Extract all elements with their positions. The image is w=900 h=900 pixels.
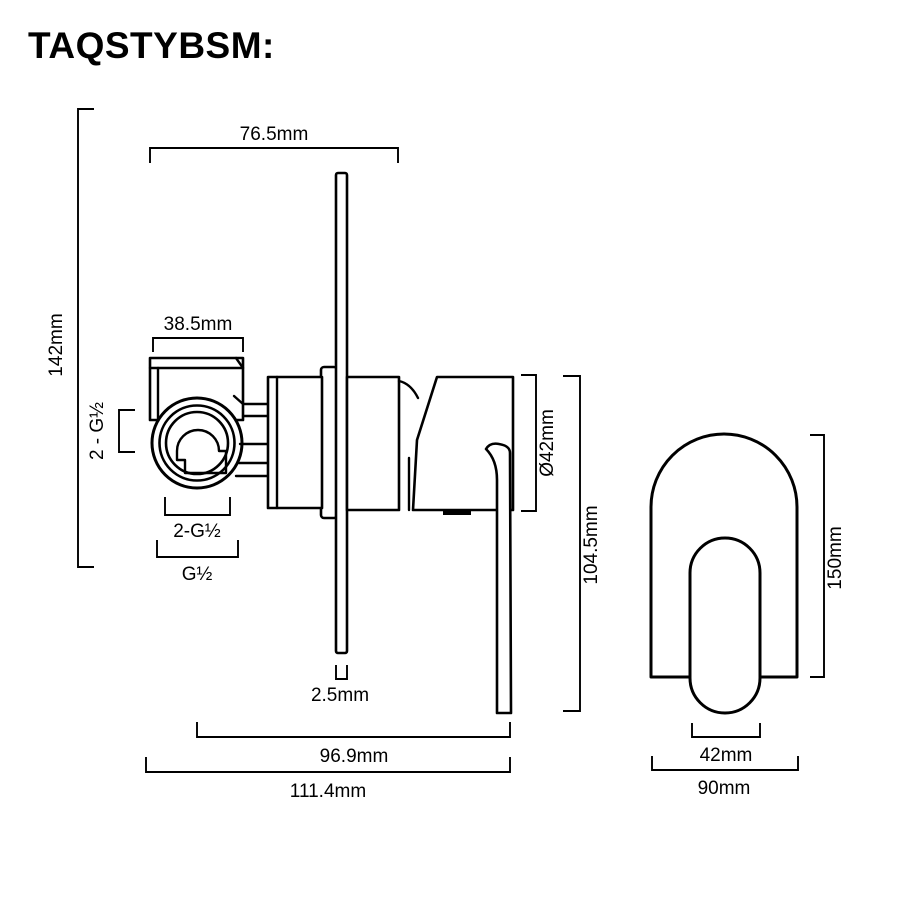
inlet-dome-step	[175, 428, 228, 475]
mounting-box-bevel	[234, 356, 245, 370]
dim-label-g-half: G½	[182, 564, 213, 585]
dim-bracket-111-4mm	[145, 757, 511, 773]
handle-lever	[484, 442, 513, 715]
wall-plate	[334, 171, 349, 655]
front-view-drawing: 150mm 42mm 90mm	[649, 432, 846, 799]
dim-bracket-g-half	[156, 540, 239, 558]
dim-bracket-142mm	[77, 108, 94, 568]
dim-label-150mm: 150mm	[825, 526, 846, 589]
dim-bracket-150mm	[810, 434, 825, 678]
dim-label-96-9mm: 96.9mm	[320, 746, 389, 767]
escutcheon-base-detail	[443, 509, 471, 515]
dim-bracket-104-5mm	[563, 375, 581, 712]
dim-label-90mm: 90mm	[698, 778, 751, 799]
dim-bracket-96-9mm	[196, 722, 511, 738]
dim-label-diameter-42mm: Ø42mm	[537, 409, 558, 477]
dim-label-2-5mm: 2.5mm	[311, 685, 369, 706]
front-handle-capsule	[688, 536, 762, 715]
dim-bracket-90mm	[651, 756, 799, 771]
valve-rear-flange	[319, 365, 339, 520]
dim-bracket-76-5mm	[149, 147, 399, 163]
dim-label-38-5mm: 38.5mm	[164, 314, 233, 335]
dim-label-76-5mm: 76.5mm	[240, 124, 309, 145]
dim-label-142mm: 142mm	[46, 313, 67, 376]
pipe-bevel	[232, 394, 245, 406]
pipe-connections	[232, 394, 270, 478]
escutcheon-collar	[345, 375, 401, 512]
inlet-port-circles	[150, 396, 244, 490]
dim-bracket-42mm	[691, 723, 761, 738]
dim-label-42mm: 42mm	[700, 745, 753, 766]
escutcheon-dome	[397, 375, 515, 515]
dim-bracket-2-g-half	[164, 497, 231, 516]
dim-bracket-38-5mm	[152, 337, 244, 352]
dim-label-104-5mm: 104.5mm	[581, 505, 602, 584]
escutcheon-shoulder-curve	[397, 379, 420, 400]
dim-label-2-g-half-vertical: 2 - G½	[87, 402, 108, 460]
side-view-drawing: 142mm 76.5mm 38.5mm 2 - G½ 2-G½ G½ 2.5mm…	[46, 108, 602, 802]
dim-bracket-2-g-half-vertical	[118, 409, 135, 453]
front-plate-outline	[649, 432, 799, 679]
dim-label-111-4mm: 111.4mm	[290, 781, 366, 802]
dim-bracket-diameter-42mm	[521, 374, 537, 512]
dim-bracket-2-5mm	[335, 665, 348, 680]
valve-body	[266, 375, 324, 510]
page-title: TAQSTYBSM:	[28, 25, 275, 66]
dim-label-2-g-half: 2-G½	[173, 521, 221, 542]
